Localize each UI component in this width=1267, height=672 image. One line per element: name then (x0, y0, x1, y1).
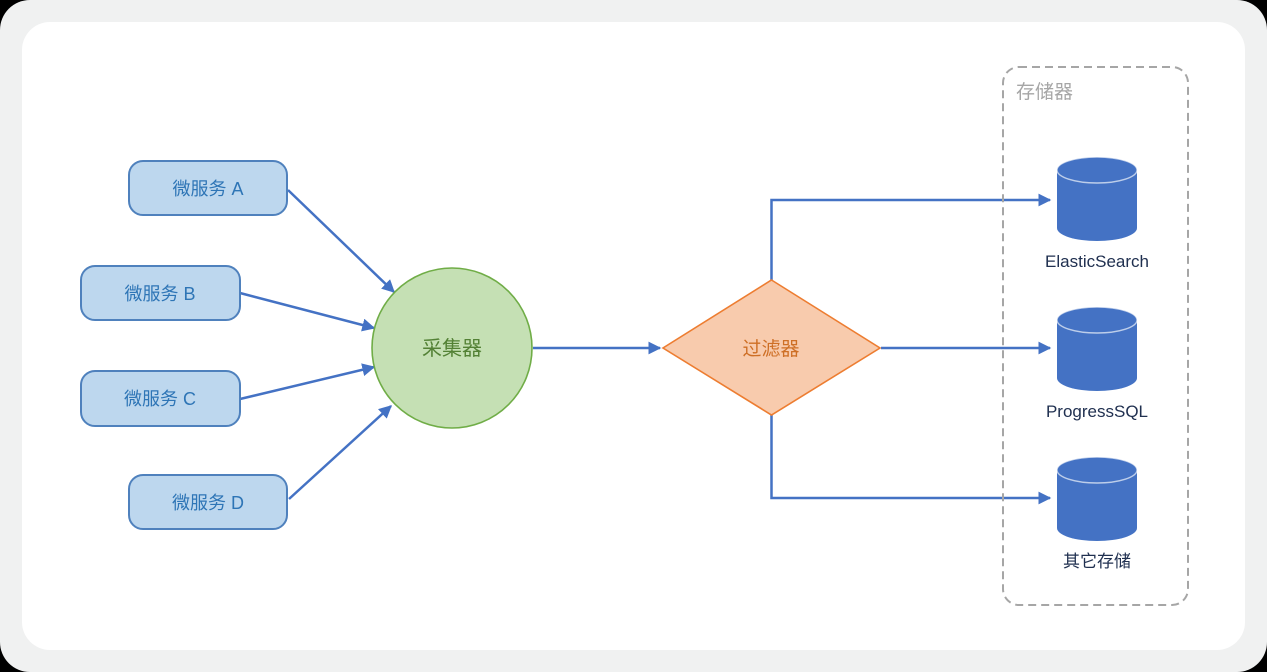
service-label-c: 微服务 C (124, 389, 196, 409)
database-icon-other-storage-top (1056, 456, 1138, 484)
store-node-other: 其它存储 (1056, 456, 1138, 571)
arrow-service-a-to-collector (287, 189, 395, 293)
arrow-service-d-to-collector (288, 405, 392, 500)
database-icon-elasticsearch (1057, 170, 1137, 241)
service-label-a: 微服务 A (172, 179, 243, 199)
store-node-elasticsearch: ElasticSearch (1045, 156, 1149, 271)
service-label-b: 微服务 B (124, 284, 195, 304)
storage-group-box (1002, 66, 1189, 606)
arrow-service-b-to-collector (239, 291, 376, 332)
collector-circle (371, 267, 533, 429)
store-label-progresssql: ProgressSQL (1046, 402, 1148, 421)
collector-node: 采集器 (371, 267, 533, 429)
collector-label: 采集器 (422, 337, 482, 360)
service-node-d: 微服务 D (128, 474, 288, 530)
service-box-d (128, 474, 288, 530)
connectors (239, 189, 1052, 505)
database-icon-other-storage (1057, 470, 1137, 541)
database-icon-progresssql (1057, 320, 1137, 391)
store-label-other-storage: 其它存储 (1063, 552, 1131, 571)
diagram-card (22, 22, 1245, 650)
filter-label: 过滤器 (742, 338, 799, 360)
service-node-a: 微服务 A (128, 160, 288, 216)
store-label-elasticsearch: ElasticSearch (1045, 252, 1149, 271)
arrow-service-c-to-collector (239, 363, 376, 401)
service-box-a (128, 160, 288, 216)
database-icon-elasticsearch-top (1056, 156, 1138, 184)
service-box-b (80, 265, 241, 321)
service-node-c: 微服务 C (80, 370, 241, 427)
service-node-b: 微服务 B (80, 265, 241, 321)
storage-group-label: 存储器 (1016, 81, 1073, 103)
filter-diamond (661, 279, 882, 416)
database-icon-progresssql-top (1056, 306, 1138, 334)
arrow-filter-to-elasticsearch (770, 193, 1052, 281)
service-box-c (80, 370, 241, 427)
service-label-d: 微服务 D (172, 493, 244, 513)
store-node-progresssql: ProgressSQL (1046, 306, 1148, 421)
arrow-filter-to-other-storage (770, 415, 1052, 505)
filter-node: 过滤器 (661, 279, 882, 416)
